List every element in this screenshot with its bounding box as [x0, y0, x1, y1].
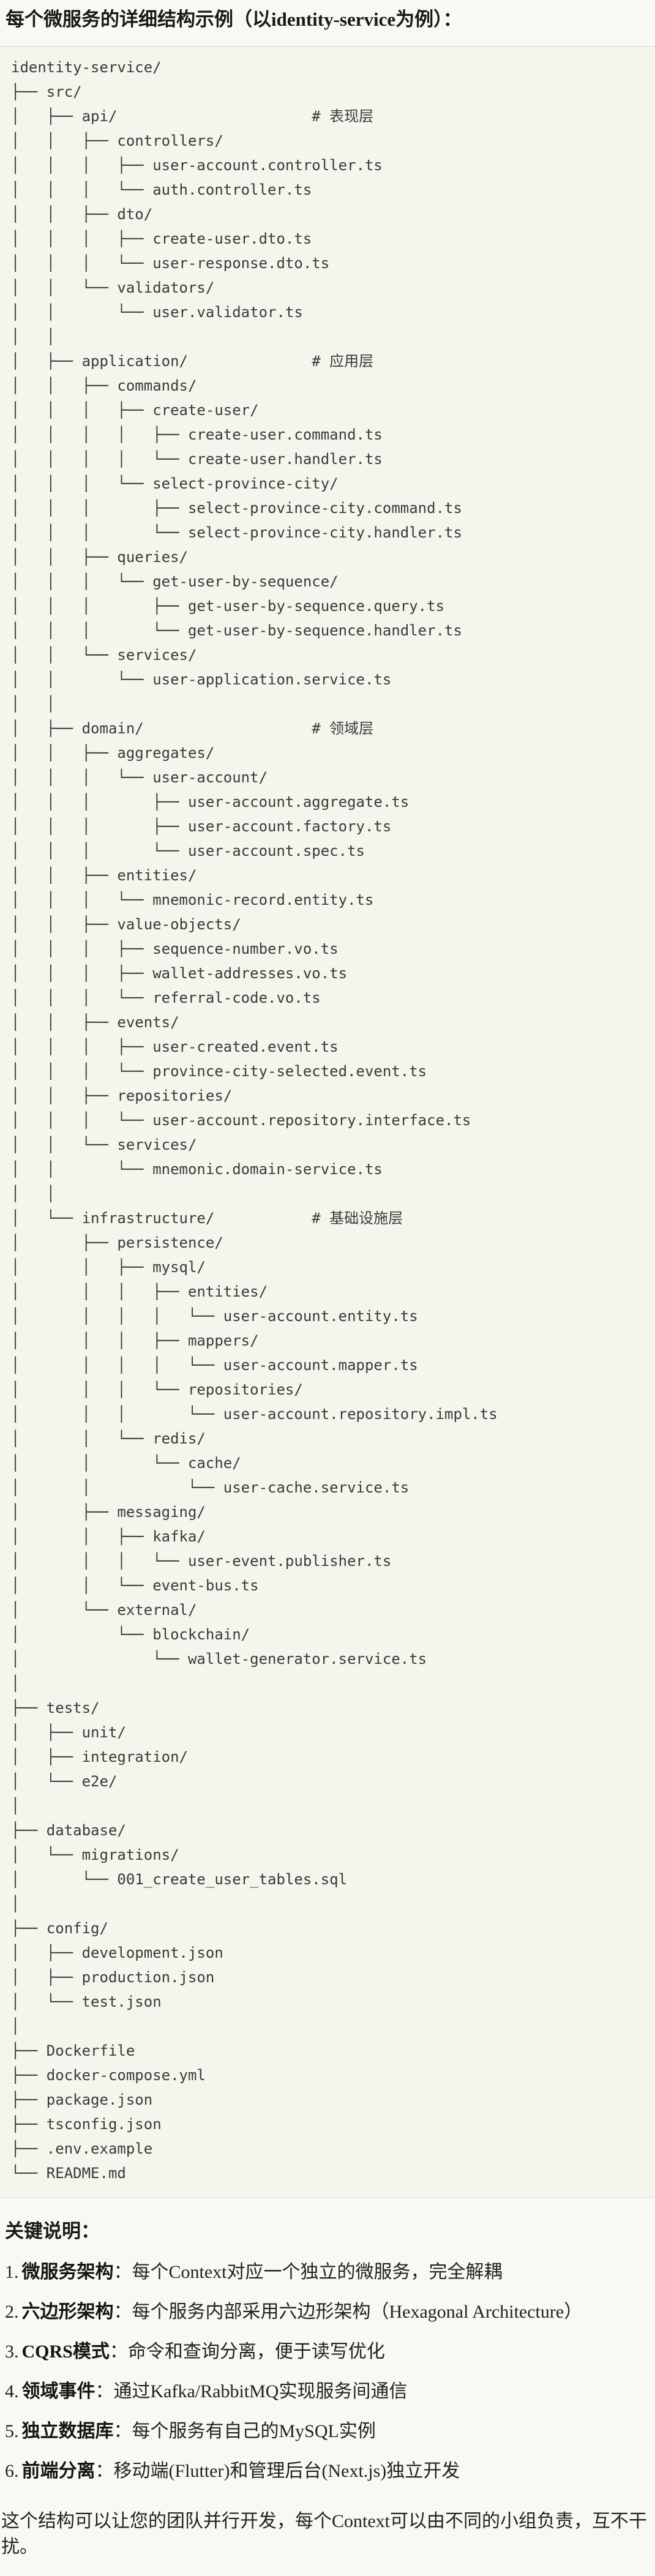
code-block: identity-service/ ├── src/ │ ├── api/ # … [0, 46, 655, 2198]
closing-paragraph: 这个结构可以让您的团队并行开发，每个Context可以由不同的小组负责，互不干扰… [1, 2511, 647, 2557]
note-number: 6. [5, 2461, 19, 2481]
note-number: 2. [5, 2302, 19, 2322]
note-desc: ：每个Context对应一个独立的微服务，完全解耦 [113, 2262, 503, 2282]
note-number: 4. [5, 2381, 19, 2402]
notes-heading: 关键说明： [5, 2220, 100, 2242]
note-term: CQRS模式 [21, 2342, 110, 2362]
note-desc: ：移动端(Flutter)和管理后台(Next.js)独立开发 [95, 2461, 460, 2481]
note-term: 领域事件 [21, 2381, 95, 2402]
list-item: 4.领域事件：通过Kafka/RabbitMQ实现服务间通信 [5, 2379, 649, 2405]
note-desc: ：通过Kafka/RabbitMQ实现服务间通信 [95, 2381, 408, 2402]
notes-section: 关键说明： 1.微服务架构：每个Context对应一个独立的微服务，完全解耦 2… [0, 2218, 655, 2576]
note-term: 前端分离 [21, 2461, 95, 2481]
note-desc: ：每个服务有自己的MySQL实例 [113, 2421, 376, 2441]
note-desc: ：每个服务内部采用六边形架构（Hexagonal Architecture） [113, 2302, 583, 2322]
list-item: 2.六边形架构：每个服务内部采用六边形架构（Hexagonal Architec… [5, 2299, 649, 2325]
note-number: 5. [5, 2421, 19, 2441]
note-number: 1. [5, 2262, 19, 2282]
list-item: 5.独立数据库：每个服务有自己的MySQL实例 [5, 2419, 649, 2444]
notes-list: 1.微服务架构：每个Context对应一个独立的微服务，完全解耦 2.六边形架构… [5, 2260, 649, 2484]
note-term: 独立数据库 [21, 2421, 114, 2441]
list-item: 1.微服务架构：每个Context对应一个独立的微服务，完全解耦 [5, 2260, 649, 2285]
list-item: 6.前端分离：移动端(Flutter)和管理后台(Next.js)独立开发 [5, 2458, 649, 2484]
note-desc: ：命令和查询分离，便于读写优化 [109, 2342, 385, 2362]
note-term: 六边形架构 [21, 2302, 114, 2322]
note-term: 微服务架构 [21, 2262, 114, 2282]
list-item: 3.CQRS模式：命令和查询分离，便于读写优化 [5, 2339, 649, 2365]
page-title: 每个微服务的详细结构示例（以identity-service为例）： [6, 9, 462, 30]
file-tree: identity-service/ ├── src/ │ ├── api/ # … [11, 59, 498, 2182]
note-number: 3. [5, 2342, 19, 2362]
